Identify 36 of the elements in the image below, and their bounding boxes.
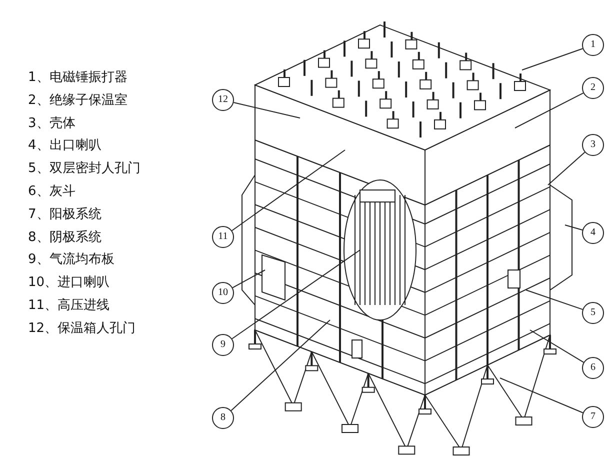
leader-line [232,250,360,340]
part-list-item: 2、绝缘子保温室 [28,92,128,109]
part-list-item: 1、电磁锤振打器 [28,70,128,86]
callout-number: 12 [212,89,234,111]
callout-number: 5 [582,302,604,324]
part-list-item: 9、气流均布板 [28,252,114,268]
part-list-item: 4、出口喇叭 [28,138,102,154]
callout-number: 2 [582,77,604,99]
callout-number: 4 [582,222,604,244]
callout-number: 3 [582,134,604,156]
part-list-item: 3、壳体 [28,116,76,132]
leader-line [500,378,584,414]
part-list-item: 10、进口喇叭 [28,275,110,292]
callout-number: 1 [582,34,604,56]
leader-line [233,102,300,118]
leader-line [514,92,584,128]
callout-number: 10 [212,282,234,304]
leader-line [231,150,346,232]
callout-number: 6 [582,357,604,379]
leader-line [232,270,266,288]
leader-line [522,48,584,70]
leader-line [526,290,584,310]
part-list-item: 8、阴极系统 [28,230,102,246]
callout-number: 8 [212,407,234,429]
callout-number: 7 [582,406,604,428]
leader-line [548,152,586,186]
part-list-item: 7、阳极系统 [28,206,102,223]
part-list-item: 12、保温箱人孔门 [28,320,136,337]
leader-line [230,320,330,412]
leader-line [564,224,583,230]
callout-number: 9 [212,334,234,356]
part-list-item: 11、高压进线 [28,298,110,314]
part-list-item: 6、灰斗 [28,184,76,200]
leader-line [530,330,584,363]
callout-number: 11 [212,226,234,248]
part-list-item: 5、双层密封人孔门 [28,161,140,178]
